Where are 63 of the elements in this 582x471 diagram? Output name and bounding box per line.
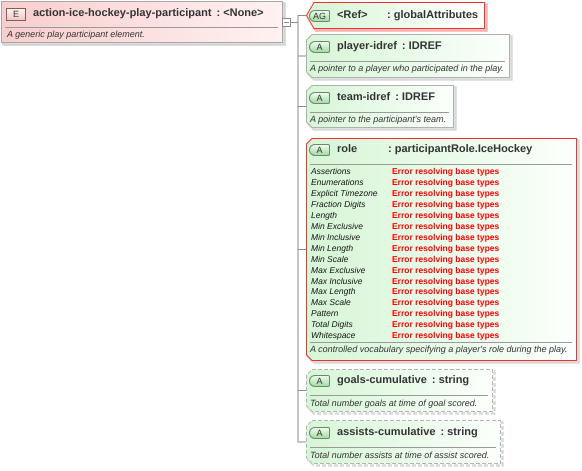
description-text: Total number assists at time of assist scored. [310, 450, 490, 460]
description-text: A pointer to a player who participated in the play. [310, 63, 504, 74]
attribute-box [306, 369, 496, 415]
facet-name: Min Scale [311, 254, 348, 265]
attribute-name: team-idref [337, 91, 390, 104]
facet-name: Whitespace [311, 330, 356, 342]
type-name: : IDREF [395, 91, 435, 104]
facet-name: Length [311, 210, 337, 221]
type-name: : globalAttributes [387, 9, 478, 22]
description-text: A controlled vocabulary specifying a player's role during the play. [310, 344, 568, 354]
attribute-group-name: <Ref> [337, 9, 369, 22]
element-name: action-ice-hockey-play-participant [33, 7, 212, 20]
error-message: Error resolving base types [392, 210, 500, 221]
facet-name: Assertions [311, 166, 351, 177]
error-message: Error resolving base types [392, 166, 500, 177]
attribute-name: player-idref [337, 40, 397, 53]
facet-name: Max Length [311, 286, 356, 298]
error-message: Error resolving base types [392, 330, 500, 342]
facet-name: Min Length [311, 242, 354, 254]
description-text: Total number goals at time of goal scored. [310, 398, 478, 408]
error-message: Error resolving base types [392, 319, 500, 330]
error-message: Error resolving base types [392, 188, 500, 199]
attribute-box [306, 138, 580, 364]
error-message: Error resolving base types [392, 198, 500, 210]
error-message: Error resolving base types [392, 254, 500, 265]
attribute-badge: A [309, 41, 330, 53]
error-message: Error resolving base types [392, 176, 500, 188]
attribute-box [306, 85, 457, 131]
attribute-badge: A [309, 92, 330, 104]
facet-name: Total Digits [311, 319, 353, 330]
attribute-box [306, 34, 513, 81]
facet-name: Fraction Digits [311, 198, 366, 210]
attribute-box [306, 420, 504, 467]
type-name: : string [432, 374, 470, 386]
description-text: A pointer to the participant's team. [310, 114, 446, 125]
description-text: A generic play participant element. [7, 29, 145, 40]
error-message: Error resolving base types [392, 308, 500, 320]
facet-name: Max Inclusive [311, 276, 362, 286]
error-message: Error resolving base types [392, 242, 500, 254]
type-name: : <None> [216, 7, 264, 20]
type-name: : participantRole.IceHockey [388, 142, 532, 156]
error-message: Error resolving base types [392, 276, 500, 286]
error-message: Error resolving base types [392, 264, 500, 276]
type-name: : IDREF [402, 40, 442, 53]
error-message: Error resolving base types [392, 297, 500, 308]
facet-name: Pattern [311, 308, 338, 320]
facet-name: Explicit Timezone [311, 188, 378, 199]
attribute-name: assists-cumulative [337, 426, 436, 438]
element-box [1, 1, 291, 46]
facet-name: Max Exclusive [311, 264, 366, 276]
type-name: : string [440, 426, 478, 438]
facet-name: Enumerations [311, 176, 364, 188]
attribute-name: role [337, 142, 358, 156]
attribute-group-box [306, 2, 488, 32]
facet-name: Max Scale [311, 297, 351, 308]
attribute-group-badge: AG [309, 10, 330, 22]
attribute-name: goals-cumulative [337, 374, 427, 386]
error-message: Error resolving base types [392, 220, 500, 232]
error-message: Error resolving base types [392, 232, 500, 243]
facet-name: Min Inclusive [311, 232, 360, 243]
error-message: Error resolving base types [392, 286, 500, 298]
facet-name: Min Exclusive [311, 220, 363, 232]
element-badge: E [6, 8, 26, 20]
